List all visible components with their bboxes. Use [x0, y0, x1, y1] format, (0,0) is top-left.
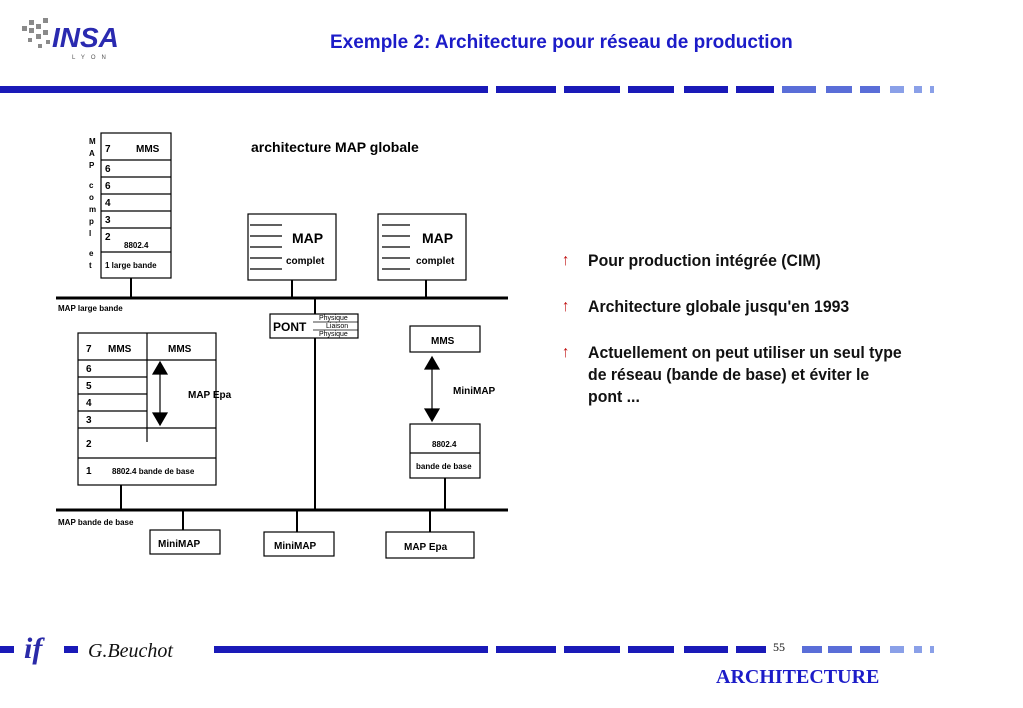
bottom-layer-5: 5: [86, 381, 92, 392]
bottom-mms-right: MMS: [168, 344, 192, 355]
minimap-mms-box: [409, 325, 481, 353]
node-map-complet-2: [377, 213, 467, 281]
pont-layer-liaison: Liaison: [326, 323, 348, 330]
top-std: 8802.4: [124, 241, 149, 250]
logo-dots-icon: [22, 18, 50, 48]
vertical-letter: c: [89, 181, 94, 190]
page-title: Exemple 2: Architecture pour réseau de p…: [330, 32, 793, 53]
bottom-layer-2: 2: [86, 439, 92, 450]
bottom-layer-6: 6: [86, 364, 92, 375]
footer-author: G.Beuchot: [88, 640, 173, 662]
minimap-std: 8802.4: [432, 440, 457, 449]
top-layer-1: 1 large bande: [105, 261, 157, 270]
bottom-node-3-label: MAP Epa: [404, 542, 448, 553]
bottom-mms-left: MMS: [108, 344, 132, 355]
bullet-text: Pour production intégrée (CIM): [588, 251, 821, 270]
node1-title: MAP: [292, 230, 323, 246]
node-map-epa: [385, 531, 475, 559]
bullet-text: Architecture globale jusqu'en 1993: [588, 297, 850, 316]
vertical-letter: M: [89, 137, 96, 146]
bottom-node-1-label: MiniMAP: [158, 539, 201, 550]
footer-logo: if: [24, 632, 43, 665]
vertical-letter: l: [89, 229, 91, 238]
logo-subtext: LYON: [72, 55, 112, 61]
minimap-base: bande de base: [416, 462, 472, 471]
top-layer-6a: 6: [105, 164, 111, 175]
pont-label: PONT: [273, 320, 307, 334]
bottom-epa: MAP Epa: [188, 390, 232, 401]
vertical-letter: A: [89, 149, 95, 158]
top-layer-2: 2: [105, 232, 111, 243]
section-title: ARCHITECTURE: [716, 666, 880, 688]
logo-text: INSA: [52, 22, 119, 53]
pont-layer-physique-1: Physique: [319, 315, 348, 322]
node-minimap-2: [263, 531, 335, 557]
node2-sub: complet: [416, 256, 455, 267]
bottom-node-2-label: MiniMAP: [274, 541, 317, 552]
bottom-layer-7: 7: [86, 344, 92, 355]
vertical-letter: t: [89, 261, 92, 270]
pont-layer-physique-2: Physique: [319, 331, 348, 338]
up-arrow-icon: ↑: [562, 344, 570, 361]
bus-top-label: MAP large bande: [58, 304, 123, 313]
vertical-letter: o: [89, 193, 94, 202]
vertical-letter: P: [89, 161, 95, 170]
top-mms: MMS: [136, 144, 160, 155]
diagram-title: architecture MAP globale: [251, 139, 419, 155]
bullet-item: ↑ Actuellement on peut utiliser un seul …: [562, 342, 904, 408]
bus-bottom-label: MAP bande de base: [58, 518, 134, 527]
bullet-text: Actuellement on peut utiliser un seul ty…: [588, 343, 902, 406]
bottom-layer-4: 4: [86, 398, 92, 409]
top-layer-3: 3: [105, 215, 111, 226]
insa-logo: [18, 12, 128, 72]
up-arrow-icon: ↑: [562, 252, 570, 269]
minimap-label: MiniMAP: [453, 386, 496, 397]
node1-sub: complet: [286, 256, 325, 267]
up-arrow-icon: ↑: [562, 298, 570, 315]
top-layer-4: 4: [105, 198, 111, 209]
node-minimap-1: [149, 529, 221, 555]
top-layer-6b: 6: [105, 181, 111, 192]
minimap-mms: MMS: [431, 336, 455, 347]
bottom-layer-1: 1: [86, 466, 92, 477]
node2-title: MAP: [422, 230, 453, 246]
stack-top-frame: [100, 132, 172, 279]
bullet-list: ↑ Pour production intégrée (CIM) ↑ Archi…: [562, 250, 942, 432]
bottom-std: 8802.4 bande de base: [112, 467, 195, 476]
vertical-letter: m: [89, 205, 96, 214]
bullet-item: ↑ Pour production intégrée (CIM): [562, 250, 915, 272]
vertical-letter: e: [89, 249, 94, 258]
bottom-layer-3: 3: [86, 415, 92, 426]
bullet-item: ↑ Architecture globale jusqu'en 1993: [562, 296, 915, 318]
top-layer-7: 7: [105, 144, 111, 155]
vertical-letter: p: [89, 217, 94, 226]
page-number: 55: [773, 640, 785, 654]
